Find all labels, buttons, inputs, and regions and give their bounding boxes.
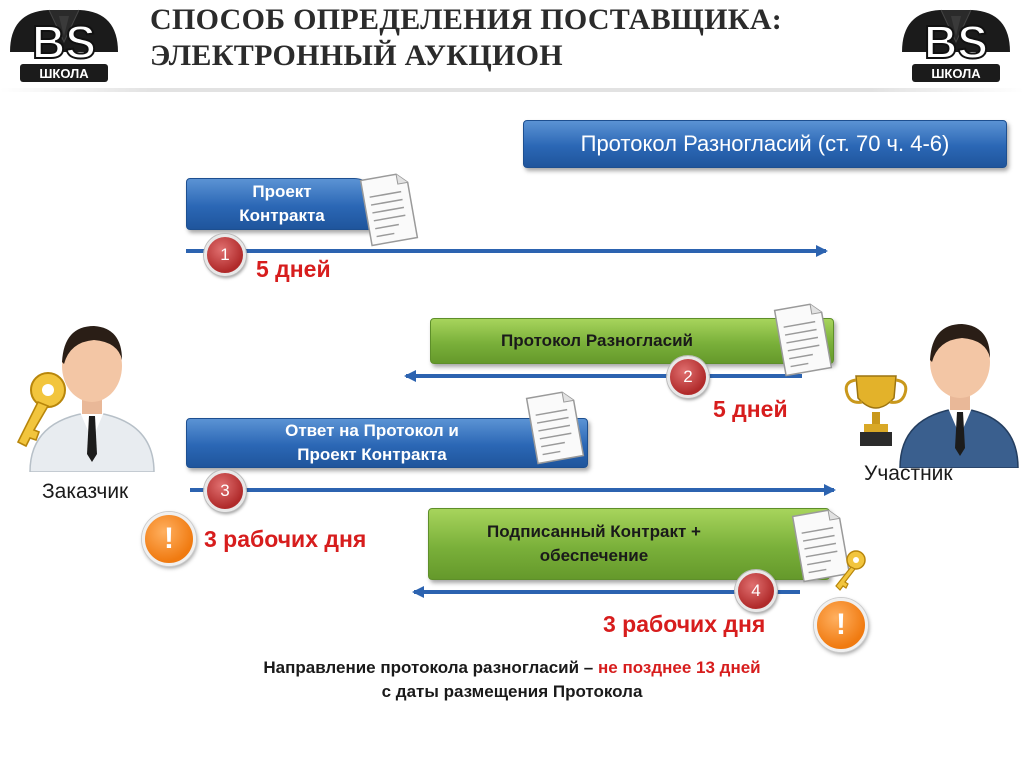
warning-icon: ! xyxy=(814,598,868,652)
trophy-icon xyxy=(844,375,908,446)
logo-school-label: ШКОЛА xyxy=(39,66,89,81)
title-line-1: СПОСОБ ОПРЕДЕЛЕНИЯ ПОСТАВЩИКА: xyxy=(150,3,783,36)
step-4-box: Подписанный Контракт + обеспечение xyxy=(428,508,830,580)
participant-avatar xyxy=(844,324,1019,468)
step-1-box: Проект Контракта xyxy=(186,178,378,230)
step-2-label: Протокол Разногласий xyxy=(501,331,693,350)
deadline-note: Направление протокола разногласий – не п… xyxy=(150,656,874,704)
header-divider xyxy=(0,88,1024,92)
document-icon xyxy=(525,391,585,465)
warning-icon: ! xyxy=(142,512,196,566)
step-3-label-line1: Ответ на Протокол и xyxy=(285,421,459,440)
step-4-label-line1: Подписанный Контракт + xyxy=(487,522,701,541)
step-4-label-line2: обеспечение xyxy=(539,546,649,565)
step-1-label-line2: Контракта xyxy=(239,206,325,225)
step-1-deadline: 5 дней xyxy=(256,256,331,282)
logo-letters: BS xyxy=(32,16,96,68)
customer-avatar xyxy=(16,326,155,472)
logo-school-label: ШКОЛА xyxy=(931,66,981,81)
logo-letters: BS xyxy=(924,16,988,68)
participant-label: Участник xyxy=(864,462,953,485)
step-2-deadline: 5 дней xyxy=(713,396,788,422)
step-3-deadline: 3 рабочих дня xyxy=(204,526,367,552)
school-logo-left: BS ШКОЛА xyxy=(4,2,124,86)
customer-label: Заказчик xyxy=(42,480,129,503)
step-2-number-badge: 2 xyxy=(667,356,709,398)
step-2-box: Протокол Разногласий xyxy=(430,318,834,364)
step-1-number-badge: 1 xyxy=(204,234,246,276)
note-text: Направление протокола разногласий – xyxy=(263,658,598,677)
document-icon xyxy=(359,173,419,247)
step-1-label-line1: Проект xyxy=(252,182,312,201)
document-icon xyxy=(773,303,833,377)
step-3-label-line2: Проект Контракта xyxy=(297,445,447,464)
note-line-2: с даты размещения Протокола xyxy=(381,682,643,701)
step-4-deadline: 3 рабочих дня xyxy=(603,611,766,637)
school-logo-right: BS ШКОЛА xyxy=(896,2,1016,86)
note-highlight: не позднее 13 дней xyxy=(598,658,761,677)
page-title: СПОСОБ ОПРЕДЕЛЕНИЯ ПОСТАВЩИКА: ЭЛЕКТРОНН… xyxy=(150,2,782,74)
section-header-box: Протокол Разногласий (ст. 70 ч. 4-6) xyxy=(523,120,1007,168)
step-3-box: Ответ на Протокол и Проект Контракта xyxy=(186,418,588,468)
step-3-number-badge: 3 xyxy=(204,470,246,512)
key-icon xyxy=(835,550,866,591)
title-line-2: ЭЛЕКТРОННЫЙ АУКЦИОН xyxy=(150,39,563,72)
step-4-number-badge: 4 xyxy=(735,570,777,612)
document-icon xyxy=(791,509,851,583)
